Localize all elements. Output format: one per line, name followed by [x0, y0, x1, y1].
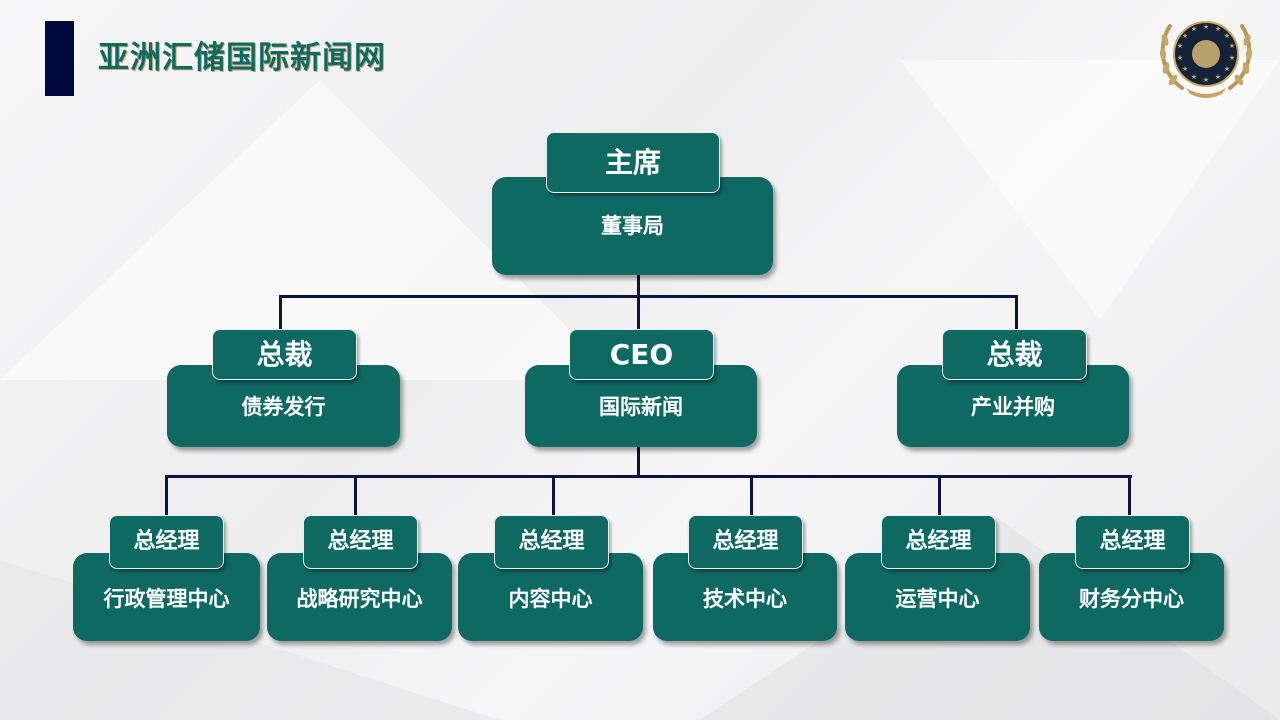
org-role-label: 总裁: [256, 338, 313, 371]
org-unit-label: 财务分中心: [1079, 587, 1184, 611]
svg-text:★: ★: [1215, 73, 1221, 81]
svg-text:★: ★: [1191, 73, 1197, 81]
org-role-tag: 总经理: [881, 515, 996, 569]
org-role-label: 总经理: [1099, 529, 1166, 554]
svg-text:★: ★: [1224, 65, 1230, 73]
org-unit-label: 技术中心: [703, 587, 787, 611]
org-role-label: 总经理: [712, 529, 779, 554]
org-unit-label: 债券发行: [241, 395, 326, 419]
org-unit-box: 内容中心: [458, 553, 643, 641]
org-role-label: 总裁: [986, 338, 1043, 371]
org-unit-label: 国际新闻: [599, 395, 683, 419]
connector-line: [637, 295, 640, 330]
svg-text:★: ★: [1229, 54, 1235, 62]
org-role-tag: 总经理: [109, 515, 224, 569]
svg-text:★: ★: [1191, 25, 1197, 33]
connector-line: [552, 475, 555, 515]
background-facet: [900, 60, 1280, 320]
laurel-wreath-emblem-icon: ★★★ ★★★ ★★★ ★★★ ★★: [1159, 21, 1253, 98]
org-unit-box: 行政管理中心: [73, 553, 260, 641]
connector-line: [637, 447, 640, 477]
org-unit-label: 产业并购: [971, 395, 1055, 419]
connector-line: [279, 295, 282, 330]
svg-text:★: ★: [1203, 23, 1209, 31]
org-role-label: 主席: [604, 146, 661, 179]
org-unit-label: 运营中心: [895, 587, 980, 611]
title-accent-bar: [45, 21, 74, 96]
connector-line: [1128, 475, 1131, 515]
org-unit-label: 董事局: [601, 214, 664, 238]
connector-line: [279, 295, 1018, 298]
svg-text:★: ★: [1224, 32, 1230, 40]
svg-text:★: ★: [1182, 32, 1188, 40]
connector-line: [165, 475, 168, 515]
org-role-tag: 总经理: [1075, 515, 1190, 569]
svg-text:★: ★: [1215, 25, 1221, 33]
org-role-tag: 总裁: [942, 329, 1087, 380]
org-role-label: 总经理: [327, 529, 394, 554]
connector-line: [938, 475, 941, 515]
svg-text:★: ★: [1182, 65, 1188, 73]
org-unit-label: 行政管理中心: [103, 587, 230, 611]
org-role-tag: 总经理: [303, 515, 418, 569]
org-role-label: 总经理: [518, 529, 585, 554]
svg-text:★: ★: [1177, 42, 1183, 50]
svg-text:★: ★: [1177, 54, 1183, 62]
org-role-label: 总经理: [905, 529, 972, 554]
org-role-tag: CEO: [569, 329, 714, 380]
org-role-label: 总经理: [133, 529, 200, 554]
connector-line: [1015, 295, 1018, 330]
org-role-tag: 总经理: [688, 515, 803, 569]
page-title: 亚洲汇储国际新闻网: [98, 40, 386, 76]
org-unit-box: 董事局: [492, 177, 773, 275]
org-role-tag: 主席: [546, 132, 720, 193]
svg-text:★: ★: [1203, 76, 1209, 84]
connector-line: [354, 475, 357, 515]
svg-text:★: ★: [1229, 42, 1235, 50]
org-unit-label: 战略研究中心: [296, 587, 423, 611]
org-role-label: CEO: [609, 338, 674, 371]
connector-line: [165, 475, 1132, 478]
org-unit-label: 内容中心: [508, 587, 593, 611]
org-role-tag: 总经理: [494, 515, 609, 569]
connector-line: [637, 275, 640, 297]
org-role-tag: 总裁: [212, 329, 357, 380]
connector-line: [750, 475, 753, 515]
